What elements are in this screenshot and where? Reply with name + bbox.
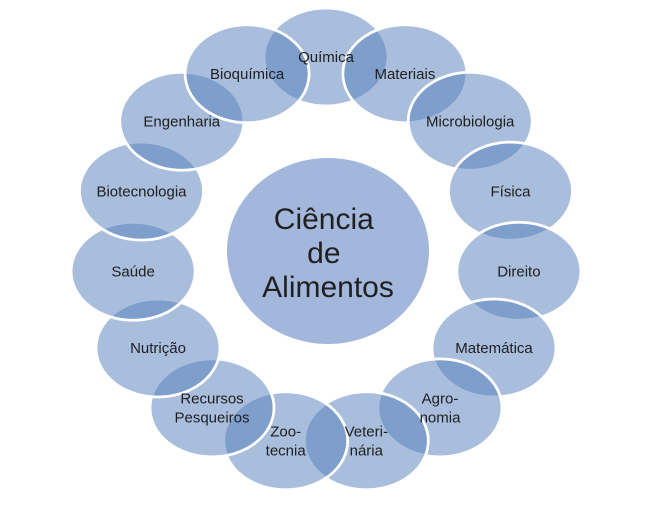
discipline-label-line: Recursos [180,391,243,408]
discipline-label-materiais: Materiais [374,66,435,83]
discipline-label-line: tecnia [266,443,307,460]
discipline-label-line: nomia [420,410,462,427]
discipline-ellipse-bioquimica [183,23,311,125]
discipline-labels: QuímicaMateriaisMicrobiologiaFísicaDirei… [96,49,540,459]
discipline-label-bioquimica: Bioquímica [210,66,285,83]
discipline-label-matematica: Matemática [455,340,533,357]
discipline-label-veterinaria: Veteri-nária [345,424,388,460]
discipline-label-line: Física [490,183,531,200]
discipline-label-line: Bioquímica [210,66,285,83]
discipline-label-line: Zoo- [270,424,301,441]
discipline-label-nutricao: Nutrição [130,340,186,357]
center-label-line: Alimentos [262,271,394,304]
discipline-label-quimica: Química [298,49,355,66]
discipline-label-zootecnia: Zoo-tecnia [266,424,307,460]
discipline-label-biotecnologia: Biotecnologia [96,183,187,200]
discipline-label-engenharia: Engenharia [143,113,220,130]
discipline-label-line: Veteri- [345,424,388,441]
discipline-label-line: Pesqueiros [174,410,249,427]
discipline-label-fisica: Física [490,183,531,200]
center-label: Ciência de Alimentos [262,203,394,304]
discipline-label-line: Matemática [455,340,533,357]
discipline-label-saude: Saúde [111,264,154,281]
discipline-label-line: Saúde [111,264,154,281]
discipline-label-line: Direito [497,264,540,281]
center-circle [227,158,429,344]
center-label-line: Ciência [274,203,374,236]
discipline-label-line: Materiais [374,66,435,83]
discipline-label-line: Biotecnologia [96,183,187,200]
discipline-label-line: Agro- [422,391,459,408]
center-label-line: de [307,237,340,270]
discipline-label-agronomia: Agro-nomia [420,391,462,427]
discipline-ring [69,6,583,492]
discipline-label-line: nária [350,443,384,460]
discipline-label-microbiologia: Microbiologia [426,113,515,130]
discipline-label-line: Microbiologia [426,113,515,130]
discipline-label-line: Química [298,49,355,66]
discipline-label-line: Nutrição [130,340,186,357]
discipline-label-line: Engenharia [143,113,220,130]
discipline-label-direito: Direito [497,264,540,281]
